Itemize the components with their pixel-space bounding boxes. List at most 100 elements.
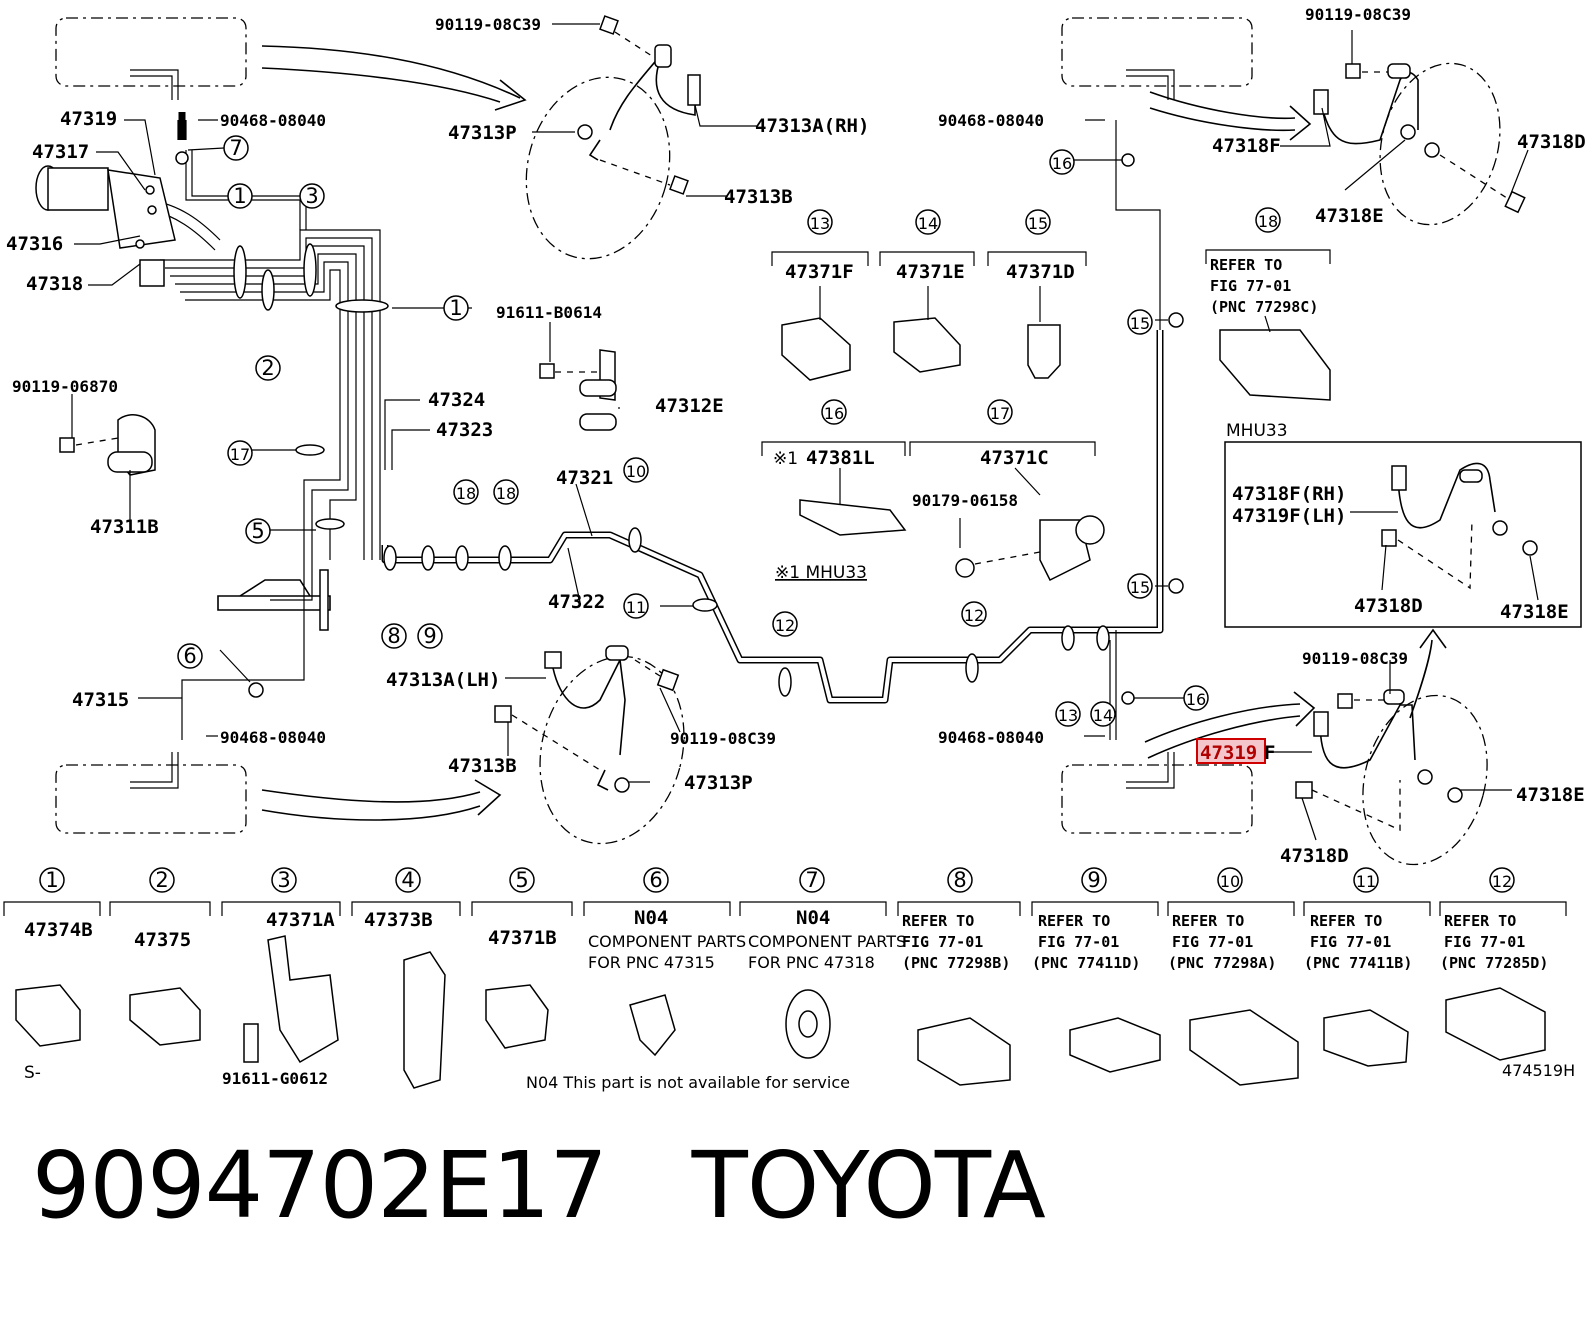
callout-bottom-4: 4 — [395, 867, 421, 893]
label-47313P-top: 47313P — [448, 122, 517, 144]
callout-16-c: 16 — [821, 399, 847, 425]
bottom-fig-10: FIG 77-01 — [1172, 933, 1253, 951]
label-47313A-RH: 47313A(RH) — [755, 115, 869, 137]
callout-18-c: 18 — [1255, 207, 1281, 233]
label-90119-a: 90119-08C39 — [435, 15, 541, 34]
label-47323: 47323 — [436, 419, 493, 441]
svg-text:3: 3 — [305, 184, 318, 208]
bottom-label-47371B: 47371B — [488, 927, 557, 949]
callout-bottom-5: 5 — [509, 867, 535, 893]
svg-text:15: 15 — [1130, 578, 1150, 597]
label-47318D-top: 47318D — [1517, 131, 1586, 153]
part-number-title: 9094702E17 TOYOTA — [32, 1132, 1046, 1239]
label-47381L: 47381L — [806, 447, 875, 469]
svg-text:2: 2 — [261, 356, 274, 380]
bottom-label-47371A: 47371A — [266, 909, 335, 931]
bottom-desc-6-line1: COMPONENT PARTS — [588, 932, 746, 951]
arrow-mhu33 — [1409, 628, 1447, 719]
n04-note: N04 This part is not available for servi… — [526, 1073, 850, 1092]
label-47317: 47317 — [32, 141, 89, 163]
label-mhu33-note: ※1 MHU33 — [775, 563, 867, 583]
callout-17-a: 17 — [227, 440, 253, 466]
callout-bottom-8: 8 — [947, 867, 973, 893]
svg-text:11: 11 — [1356, 872, 1376, 891]
bottom-pnc-11: (PNC 77411B) — [1304, 954, 1412, 972]
bottom-refer-9: REFER TO — [1038, 912, 1110, 930]
label-47318: 47318 — [26, 273, 83, 295]
callout-bottom-10: 10 — [1217, 867, 1243, 893]
label-mhu33-box-title: MHU33 — [1226, 421, 1288, 441]
callout-2: 2 — [255, 355, 281, 381]
label-47371F: 47371F — [785, 261, 854, 283]
bottom-desc-7-line2: FOR PNC 47318 — [748, 953, 875, 972]
label-90468-b: 90468-08040 — [938, 111, 1044, 130]
svg-text:4: 4 — [401, 868, 414, 892]
svg-text:8: 8 — [953, 868, 966, 892]
callout-1-b: 1 — [443, 295, 469, 321]
brake-actuator — [35, 165, 176, 287]
callout-18-b: 18 — [493, 479, 519, 505]
bottom-refer-12: REFER TO — [1444, 912, 1516, 930]
callout-bottom-3: 3 — [271, 867, 297, 893]
arrow-front-right — [1149, 91, 1312, 141]
label-47313P-bot: 47313P — [684, 772, 753, 794]
bottom-parts-row: 47374B 47375 47371A 91611-G0612 47373B 4… — [15, 907, 1575, 1092]
label-47318D-bot: 47318D — [1280, 845, 1349, 867]
svg-text:1: 1 — [233, 184, 246, 208]
svg-text:5: 5 — [515, 868, 528, 892]
label-90468-c: 90468-08040 — [220, 728, 326, 747]
bottom-pnc-12: (PNC 77285D) — [1440, 954, 1548, 972]
callout-5: 5 — [245, 518, 271, 544]
callout-8: 8 — [381, 623, 407, 649]
svg-text:14: 14 — [918, 214, 938, 233]
pipe-clamps — [175, 151, 1184, 705]
svg-text:16: 16 — [1186, 690, 1206, 709]
svg-text:18: 18 — [456, 484, 476, 503]
callout-17-b: 17 — [987, 399, 1013, 425]
callout-bottom-11: 11 — [1353, 867, 1379, 893]
callout-13-a: 13 — [1055, 701, 1081, 727]
svg-text:8: 8 — [387, 624, 400, 648]
callout-10: 10 — [623, 457, 649, 483]
label-47318F: 47318F — [1212, 135, 1281, 157]
label-90179-06158: 90179-06158 — [912, 491, 1018, 510]
label-47324: 47324 — [428, 389, 485, 411]
bottom-pnc-10: (PNC 77298A) — [1168, 954, 1276, 972]
label-47313B-bot: 47313B — [448, 755, 517, 777]
svg-text:17: 17 — [990, 404, 1010, 423]
s-mark: S- — [24, 1063, 41, 1083]
callout-bottom-2: 2 — [149, 867, 175, 893]
label-47318E-bot: 47318E — [1516, 784, 1585, 806]
label-47319F-highlighted[interactable]: 47319 — [1200, 742, 1257, 764]
label-47371E: 47371E — [896, 261, 965, 283]
bottom-label-91611-G0612: 91611-G0612 — [222, 1069, 328, 1088]
svg-text:12: 12 — [775, 616, 795, 635]
label-mhu-47319F: 47319F(LH) — [1232, 505, 1346, 527]
label-47311B: 47311B — [90, 516, 159, 538]
bottom-fig-8: FIG 77-01 — [902, 933, 983, 951]
svg-text:18: 18 — [1258, 212, 1278, 231]
figure-code: 474519H — [1502, 1061, 1575, 1080]
bottom-label-47375: 47375 — [134, 929, 191, 951]
bottom-desc-6-line2: FOR PNC 47315 — [588, 953, 715, 972]
callout-12-b: 12 — [961, 601, 987, 627]
svg-text:13: 13 — [1058, 706, 1078, 725]
callout-13-b: 13 — [807, 209, 833, 235]
callout-bottom-12: 12 — [1489, 867, 1515, 893]
arrow-front-left — [261, 45, 527, 111]
front-right-area-box — [1061, 17, 1253, 87]
bottom-pnc-8: (PNC 77298B) — [902, 954, 1010, 972]
callout-bottom-7: 7 — [799, 867, 825, 893]
callout-15-a: 15 — [1127, 309, 1153, 335]
label-47313A-LH: 47313A(LH) — [386, 669, 500, 691]
svg-text:3: 3 — [277, 868, 290, 892]
mhu33-hose — [1381, 462, 1538, 590]
callout-15-c: 15 — [1025, 209, 1051, 235]
svg-text:12: 12 — [964, 606, 984, 625]
svg-text:7: 7 — [805, 868, 818, 892]
callout-15-b: 15 — [1127, 573, 1153, 599]
svg-text:10: 10 — [1220, 872, 1240, 891]
label-47318E-top: 47318E — [1315, 205, 1384, 227]
callout-1-a: 1 — [227, 183, 253, 209]
